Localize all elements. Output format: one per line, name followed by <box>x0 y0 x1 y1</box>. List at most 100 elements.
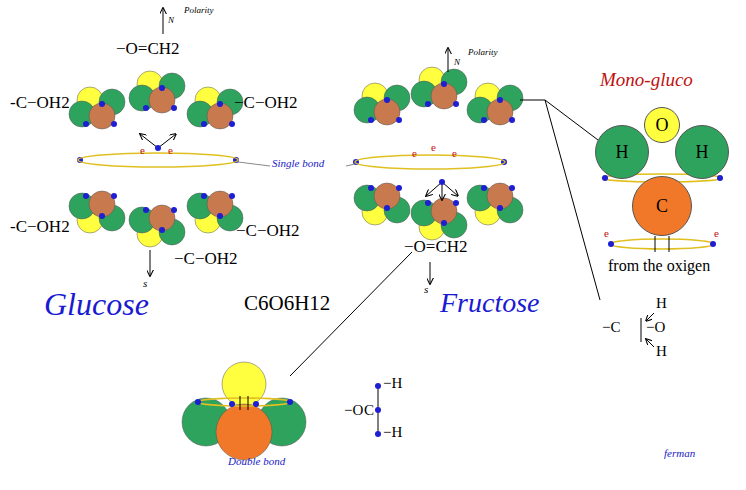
polarity-arrow <box>430 262 431 284</box>
atom-symbol: O <box>656 115 669 136</box>
bond-line <box>655 236 656 252</box>
electron-dot <box>229 193 235 199</box>
atom-cluster <box>129 205 185 247</box>
atom-cluster <box>411 67 467 109</box>
electron-dot <box>439 179 445 185</box>
bond-line <box>669 236 670 252</box>
polarity-label: Polarity <box>468 48 498 57</box>
electron-label: e <box>168 145 173 157</box>
molecular-formula: C6O6H12 <box>244 292 330 314</box>
electron-dot <box>717 175 723 181</box>
electron-dot <box>287 399 293 405</box>
polarity-arrow <box>448 48 449 72</box>
electron-dot <box>171 207 177 213</box>
zoom-title: Mono-gluco <box>600 70 693 90</box>
electron-dot <box>217 101 223 107</box>
group-formula: −C−OH2 <box>174 250 238 268</box>
electron-dot <box>159 227 165 233</box>
electron-label: e <box>431 142 436 154</box>
electron-label: e <box>452 148 457 160</box>
atom-cluster <box>69 87 125 129</box>
group-formula: -C−OH2 <box>10 94 70 112</box>
electron-dot <box>99 101 105 107</box>
leader-line <box>545 100 600 300</box>
atom-symbol: −C <box>602 320 620 336</box>
electron-label: e <box>140 145 145 157</box>
atom-symbol: C <box>364 403 374 419</box>
electron-dot <box>171 105 177 111</box>
electron-dot <box>481 117 487 123</box>
bond-arrow <box>646 339 654 347</box>
electron-dot <box>425 101 431 107</box>
bond-line <box>240 396 241 410</box>
electron-label: e <box>604 228 609 240</box>
electron-dot <box>375 383 381 389</box>
electron-dot <box>602 175 608 181</box>
electron-dot <box>384 205 390 211</box>
pole-letter: N <box>454 58 460 67</box>
leader-line <box>520 100 598 140</box>
electron-dot <box>368 117 374 123</box>
bond-label: Single bond <box>272 158 324 170</box>
atom-symbol: H <box>656 344 667 360</box>
electron-dot <box>143 207 149 213</box>
electron-dot <box>229 121 235 127</box>
atom-cluster <box>354 83 410 125</box>
atom-circle: H <box>675 125 729 179</box>
electron-dot <box>425 200 431 206</box>
atom-symbol: −O <box>344 403 363 419</box>
signature: ferman <box>664 448 695 460</box>
atom-symbol: −H <box>383 425 402 441</box>
bond-ring <box>355 155 505 169</box>
electron-dot <box>201 193 207 199</box>
atom-symbol: −H <box>383 376 402 392</box>
electron-dot <box>509 117 515 123</box>
caption-note: from the oxigen <box>608 258 710 275</box>
atom-symbol: H <box>656 296 667 312</box>
group-formula: -C−OH2 <box>10 218 70 236</box>
electron-dot <box>710 241 716 247</box>
atom-symbol: C <box>656 196 668 217</box>
electron-dot <box>481 185 487 191</box>
polarity-arrow <box>163 8 164 34</box>
polarity-label: Polarity <box>184 6 214 15</box>
electron-dot <box>375 407 381 413</box>
electron-dot <box>111 193 117 199</box>
polarity-arrow <box>150 250 151 276</box>
atom-cluster <box>411 198 467 240</box>
group-formula: −O=CH2 <box>404 238 468 256</box>
atom-cluster <box>187 191 243 233</box>
electron-dot <box>201 121 207 127</box>
electron-dot <box>159 85 165 91</box>
atom <box>216 404 272 460</box>
electron-dot <box>99 213 105 219</box>
electron-dot <box>253 401 259 407</box>
pole-letter: s <box>424 284 428 296</box>
electron-arrow <box>442 182 458 196</box>
electron-label: e <box>412 148 417 160</box>
electron-dot <box>375 431 381 437</box>
group-formula: −C−OH2 <box>234 94 298 112</box>
atom-circle: H <box>595 125 649 179</box>
atom-cluster <box>129 71 185 113</box>
group-formula: −O=CH2 <box>116 40 180 58</box>
electron-dot <box>441 220 447 226</box>
electron-dot <box>155 145 161 151</box>
bond-line <box>248 396 249 410</box>
molecule-name: Glucose <box>44 288 149 322</box>
electron-dot <box>509 185 515 191</box>
bond-ring <box>198 398 290 406</box>
electron-dot <box>497 97 503 103</box>
electron-arrow <box>426 182 442 196</box>
bond-ring <box>78 153 238 167</box>
pole-letter: N <box>168 16 174 25</box>
atom-cluster <box>467 183 523 225</box>
electron-dot <box>229 401 235 407</box>
electron-dot <box>396 185 402 191</box>
electron-dot <box>368 185 374 191</box>
group-formula: −C−OH2 <box>236 222 300 240</box>
electron-dot <box>453 101 459 107</box>
electron-dot <box>497 205 503 211</box>
atom-symbol: H <box>696 142 709 163</box>
